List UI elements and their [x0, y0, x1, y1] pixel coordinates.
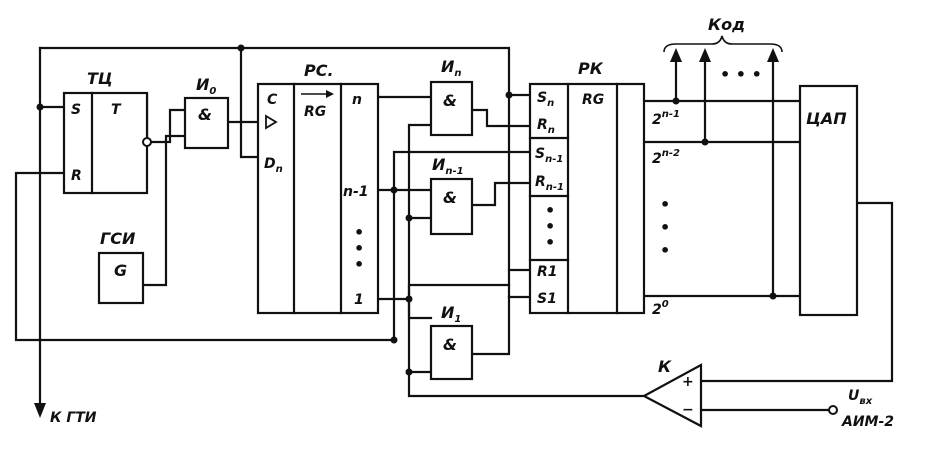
code-ellipsis: • • •	[720, 65, 762, 84]
tc-t-pin: T	[111, 102, 122, 118]
dac-title: ЦАП	[806, 109, 847, 128]
tc-flip-flop: ТЦ S T R	[62, 69, 152, 195]
out-bit-n1: 2n-1	[652, 109, 680, 128]
rk-r-n1-pin: Rn-1	[535, 174, 564, 193]
tc-r-pin: R	[71, 168, 82, 184]
arrows	[34, 35, 783, 418]
rk-ellipsis-2: •	[545, 217, 555, 236]
comparator: К + −	[641, 357, 703, 428]
tc-title: ТЦ	[87, 69, 113, 88]
aim-label: АИМ-2	[841, 414, 894, 430]
input-terminal-icon	[828, 405, 838, 415]
gsi-g-pin: G	[114, 261, 127, 280]
and-n-title: Иn	[441, 57, 462, 79]
rk-s-n-pin: Sn	[537, 90, 554, 109]
rk-s1-pin: S1	[537, 291, 557, 307]
out-ellipsis: •	[660, 195, 670, 214]
and0-symbol: &	[198, 105, 212, 124]
and-n1-symbol: &	[443, 188, 457, 207]
rk-ellipsis: •	[545, 201, 555, 220]
code-label: Код	[708, 15, 745, 34]
rs-bit-n1: n-1	[343, 184, 369, 200]
and-gate-n1: Иn-1 &	[429, 155, 474, 236]
register-rk: РК RG Sn Rn Sn-1 Rn-1 • • • R1 S1	[528, 59, 646, 315]
rk-ellipsis-3: •	[545, 233, 555, 252]
comparator-plus: +	[682, 374, 694, 390]
code-brace	[663, 35, 783, 53]
rs-rg-label: RG	[304, 104, 326, 120]
rk-r-n-pin: Rn	[537, 117, 555, 136]
and-1-symbol: &	[443, 335, 457, 354]
rs-bit-1: 1	[354, 292, 364, 308]
gti-label: К ГТИ	[50, 410, 97, 426]
junction-dots	[36, 44, 777, 376]
rs-title: РС.	[304, 61, 334, 80]
rk-r1-pin: R1	[537, 264, 558, 280]
rk-s-n1-pin: Sn-1	[535, 146, 563, 165]
comparator-minus: −	[682, 402, 694, 418]
out-bit-n2: 2n-2	[652, 148, 680, 167]
and-gate-n: Иn &	[429, 57, 474, 137]
tc-inverted-output-icon	[142, 137, 152, 147]
and-1-title: И1	[441, 303, 461, 325]
out-ellipsis-3: •	[660, 241, 670, 260]
and-gate-0: И0 &	[183, 75, 230, 150]
rs-ellipsis-3: •	[354, 255, 364, 274]
uin-label: Uвх	[848, 388, 873, 407]
out-ellipsis-2: •	[660, 218, 670, 237]
tc-s-pin: S	[71, 102, 81, 118]
comparator-title: К	[658, 357, 672, 376]
and-gate-1: И1 &	[429, 303, 474, 381]
dac-block: ЦАП	[798, 84, 859, 317]
rs-bit-n: n	[352, 92, 362, 108]
and0-title: И0	[196, 75, 216, 97]
rs-d-pin: Dn	[264, 156, 283, 175]
rs-ellipsis: •	[354, 223, 364, 242]
rs-ellipsis-2: •	[354, 239, 364, 258]
rs-clock-edge-icon	[265, 114, 278, 130]
out-bit-0: 20	[652, 299, 669, 318]
rk-rg-label: RG	[582, 92, 604, 108]
rk-title: РК	[578, 59, 604, 78]
and-n-symbol: &	[443, 91, 457, 110]
shift-register-rs: РС. C RG Dn n n-1 • • • 1	[256, 61, 380, 315]
gsi-title: ГСИ	[100, 229, 136, 248]
rk-output-labels: 2n-1 2n-2 • • • 20 Код • • •	[652, 15, 762, 318]
clock-generator-gsi: ГСИ G	[97, 229, 145, 305]
external-signals: Uвх АИМ-2 К ГТИ	[50, 388, 894, 430]
and-n1-title: Иn-1	[432, 155, 464, 177]
rs-c-pin: C	[267, 92, 278, 108]
